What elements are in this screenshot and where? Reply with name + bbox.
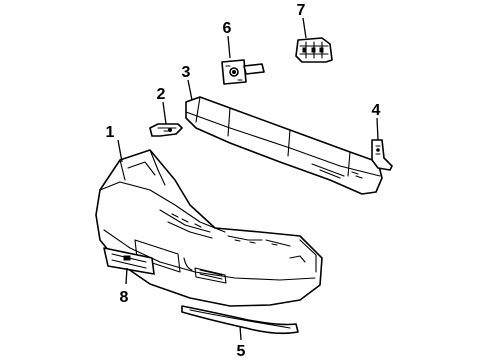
reinforcement-bar bbox=[185, 96, 383, 195]
leader-4 bbox=[376, 117, 379, 141]
absorber-7 bbox=[295, 37, 333, 63]
leader-6 bbox=[227, 35, 231, 59]
leader-3 bbox=[187, 79, 193, 101]
stud-bracket-6 bbox=[221, 59, 265, 85]
callout-4: 4 bbox=[372, 102, 381, 119]
callout-7: 7 bbox=[297, 2, 306, 19]
callout-6: 6 bbox=[223, 20, 232, 37]
callout-5: 5 bbox=[237, 343, 246, 360]
callout-2: 2 bbox=[157, 86, 166, 103]
leader-1 bbox=[117, 139, 123, 163]
callout-1: 1 bbox=[106, 124, 115, 141]
leader-2 bbox=[162, 101, 167, 125]
callout-8: 8 bbox=[120, 289, 129, 306]
leader-lines bbox=[117, 17, 379, 341]
bracket-2 bbox=[149, 123, 183, 137]
callout-3: 3 bbox=[182, 64, 191, 81]
leader-8 bbox=[125, 267, 128, 285]
bumper-cover bbox=[95, 149, 323, 307]
lower-strip-5 bbox=[181, 305, 299, 335]
leader-7 bbox=[302, 17, 307, 39]
license-bracket-8 bbox=[103, 247, 155, 275]
leader-5 bbox=[239, 325, 242, 341]
side-bracket-4 bbox=[371, 139, 393, 171]
